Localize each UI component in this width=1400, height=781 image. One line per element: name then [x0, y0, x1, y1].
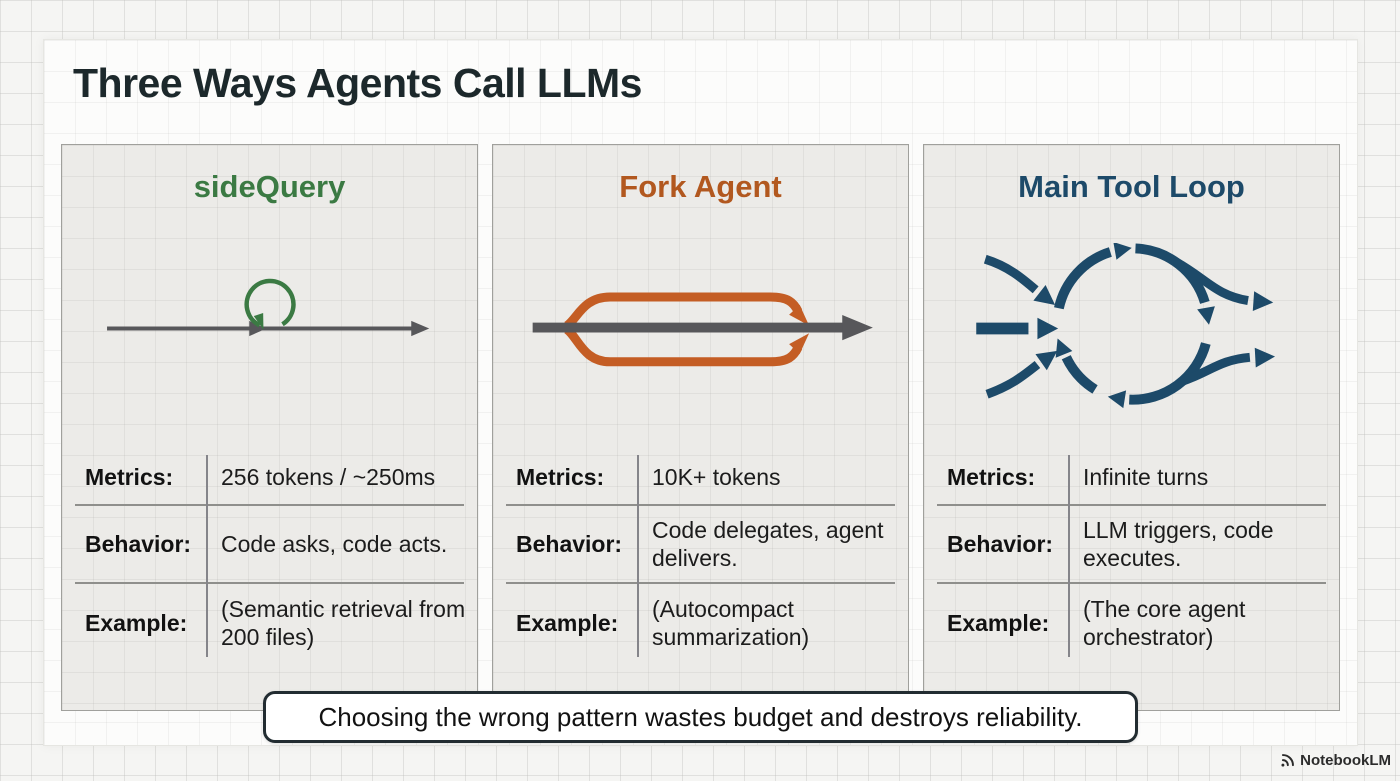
notebooklm-watermark-text: NotebookLM	[1300, 752, 1391, 769]
card-title-sidequery: sideQuery	[193, 169, 346, 204]
table-row-metrics: Metrics: 10K+ tokens	[493, 450, 908, 504]
table-row-example: Example: (Semantic retrieval from 200 fi…	[62, 584, 477, 662]
row-label: Behavior:	[516, 530, 623, 557]
row-label: Example:	[516, 609, 619, 636]
inline-loop-arrow-icon	[107, 278, 430, 337]
row-label: Metrics:	[516, 463, 605, 490]
table-divider-horizontal	[937, 582, 1326, 584]
table-row-behavior: Behavior: Code delegates, agent delivers…	[493, 506, 908, 582]
notebooklm-watermark: NotebookLM	[1279, 752, 1391, 769]
table-divider-horizontal	[506, 582, 895, 584]
row-value: (Semantic retrieval from 200 files)	[221, 595, 466, 650]
card-main-tool-loop: Main Tool Loop	[923, 144, 1340, 711]
table-row-example: Example: (The core agent orchestrator)	[924, 584, 1339, 662]
table-row-behavior: Behavior: LLM triggers, code executes.	[924, 506, 1339, 582]
card-fork-agent: Fork Agent Metrics: 10K+ tokens	[492, 144, 909, 711]
row-label: Example:	[85, 609, 188, 636]
slide-canvas: Three Ways Agents Call LLMs sideQuery Me…	[43, 39, 1358, 746]
warning-callout-text: Choosing the wrong pattern wastes budget…	[318, 701, 1083, 732]
row-label: Behavior:	[947, 530, 1054, 557]
row-label: Metrics:	[85, 463, 174, 490]
row-label: Metrics:	[947, 463, 1036, 490]
card-sidequery: sideQuery Metrics: 256 tokens / ~250ms	[61, 144, 478, 711]
table-divider-horizontal	[506, 504, 895, 506]
pattern-cards-row: sideQuery Metrics: 256 tokens / ~250ms	[61, 144, 1340, 711]
row-value: Code delegates, agent delivers.	[652, 516, 884, 571]
row-value: (Autocompact summarization)	[652, 595, 810, 650]
card-table-main-tool-loop: Metrics: Infinite turns Behavior: LLM tr…	[924, 450, 1339, 662]
cycle-loop-arrows-icon	[976, 243, 1276, 409]
card-table-sidequery: Metrics: 256 tokens / ~250ms Behavior: C…	[62, 450, 477, 662]
warning-callout: Choosing the wrong pattern wastes budget…	[263, 691, 1138, 743]
card-table-fork-agent: Metrics: 10K+ tokens Behavior: Code dele…	[493, 450, 908, 662]
row-value: 10K+ tokens	[652, 463, 781, 490]
table-row-metrics: Metrics: 256 tokens / ~250ms	[62, 450, 477, 504]
row-value: LLM triggers, code executes.	[1083, 516, 1274, 571]
table-divider-vertical	[637, 455, 639, 657]
card-title-main-tool-loop: Main Tool Loop	[1018, 169, 1245, 204]
table-divider-horizontal	[75, 504, 464, 506]
table-divider-horizontal	[75, 582, 464, 584]
table-row-metrics: Metrics: Infinite turns	[924, 450, 1339, 504]
table-divider-vertical	[1068, 455, 1070, 657]
row-label: Example:	[947, 609, 1050, 636]
row-label: Behavior:	[85, 530, 192, 557]
row-value: Code asks, code acts.	[221, 530, 448, 557]
row-value: Infinite turns	[1083, 463, 1209, 490]
table-row-example: Example: (Autocompact summarization)	[493, 584, 908, 662]
table-row-behavior: Behavior: Code asks, code acts.	[62, 506, 477, 582]
fork-rejoin-arrow-icon	[532, 292, 873, 367]
card-title-fork-agent: Fork Agent	[619, 169, 782, 204]
table-divider-horizontal	[937, 504, 1326, 506]
row-value: 256 tokens / ~250ms	[221, 463, 436, 490]
notebooklm-logo-icon	[1281, 754, 1295, 767]
row-value: (The core agent orchestrator)	[1083, 595, 1246, 650]
table-divider-vertical	[206, 455, 208, 657]
page-title: Three Ways Agents Call LLMs	[73, 60, 642, 106]
